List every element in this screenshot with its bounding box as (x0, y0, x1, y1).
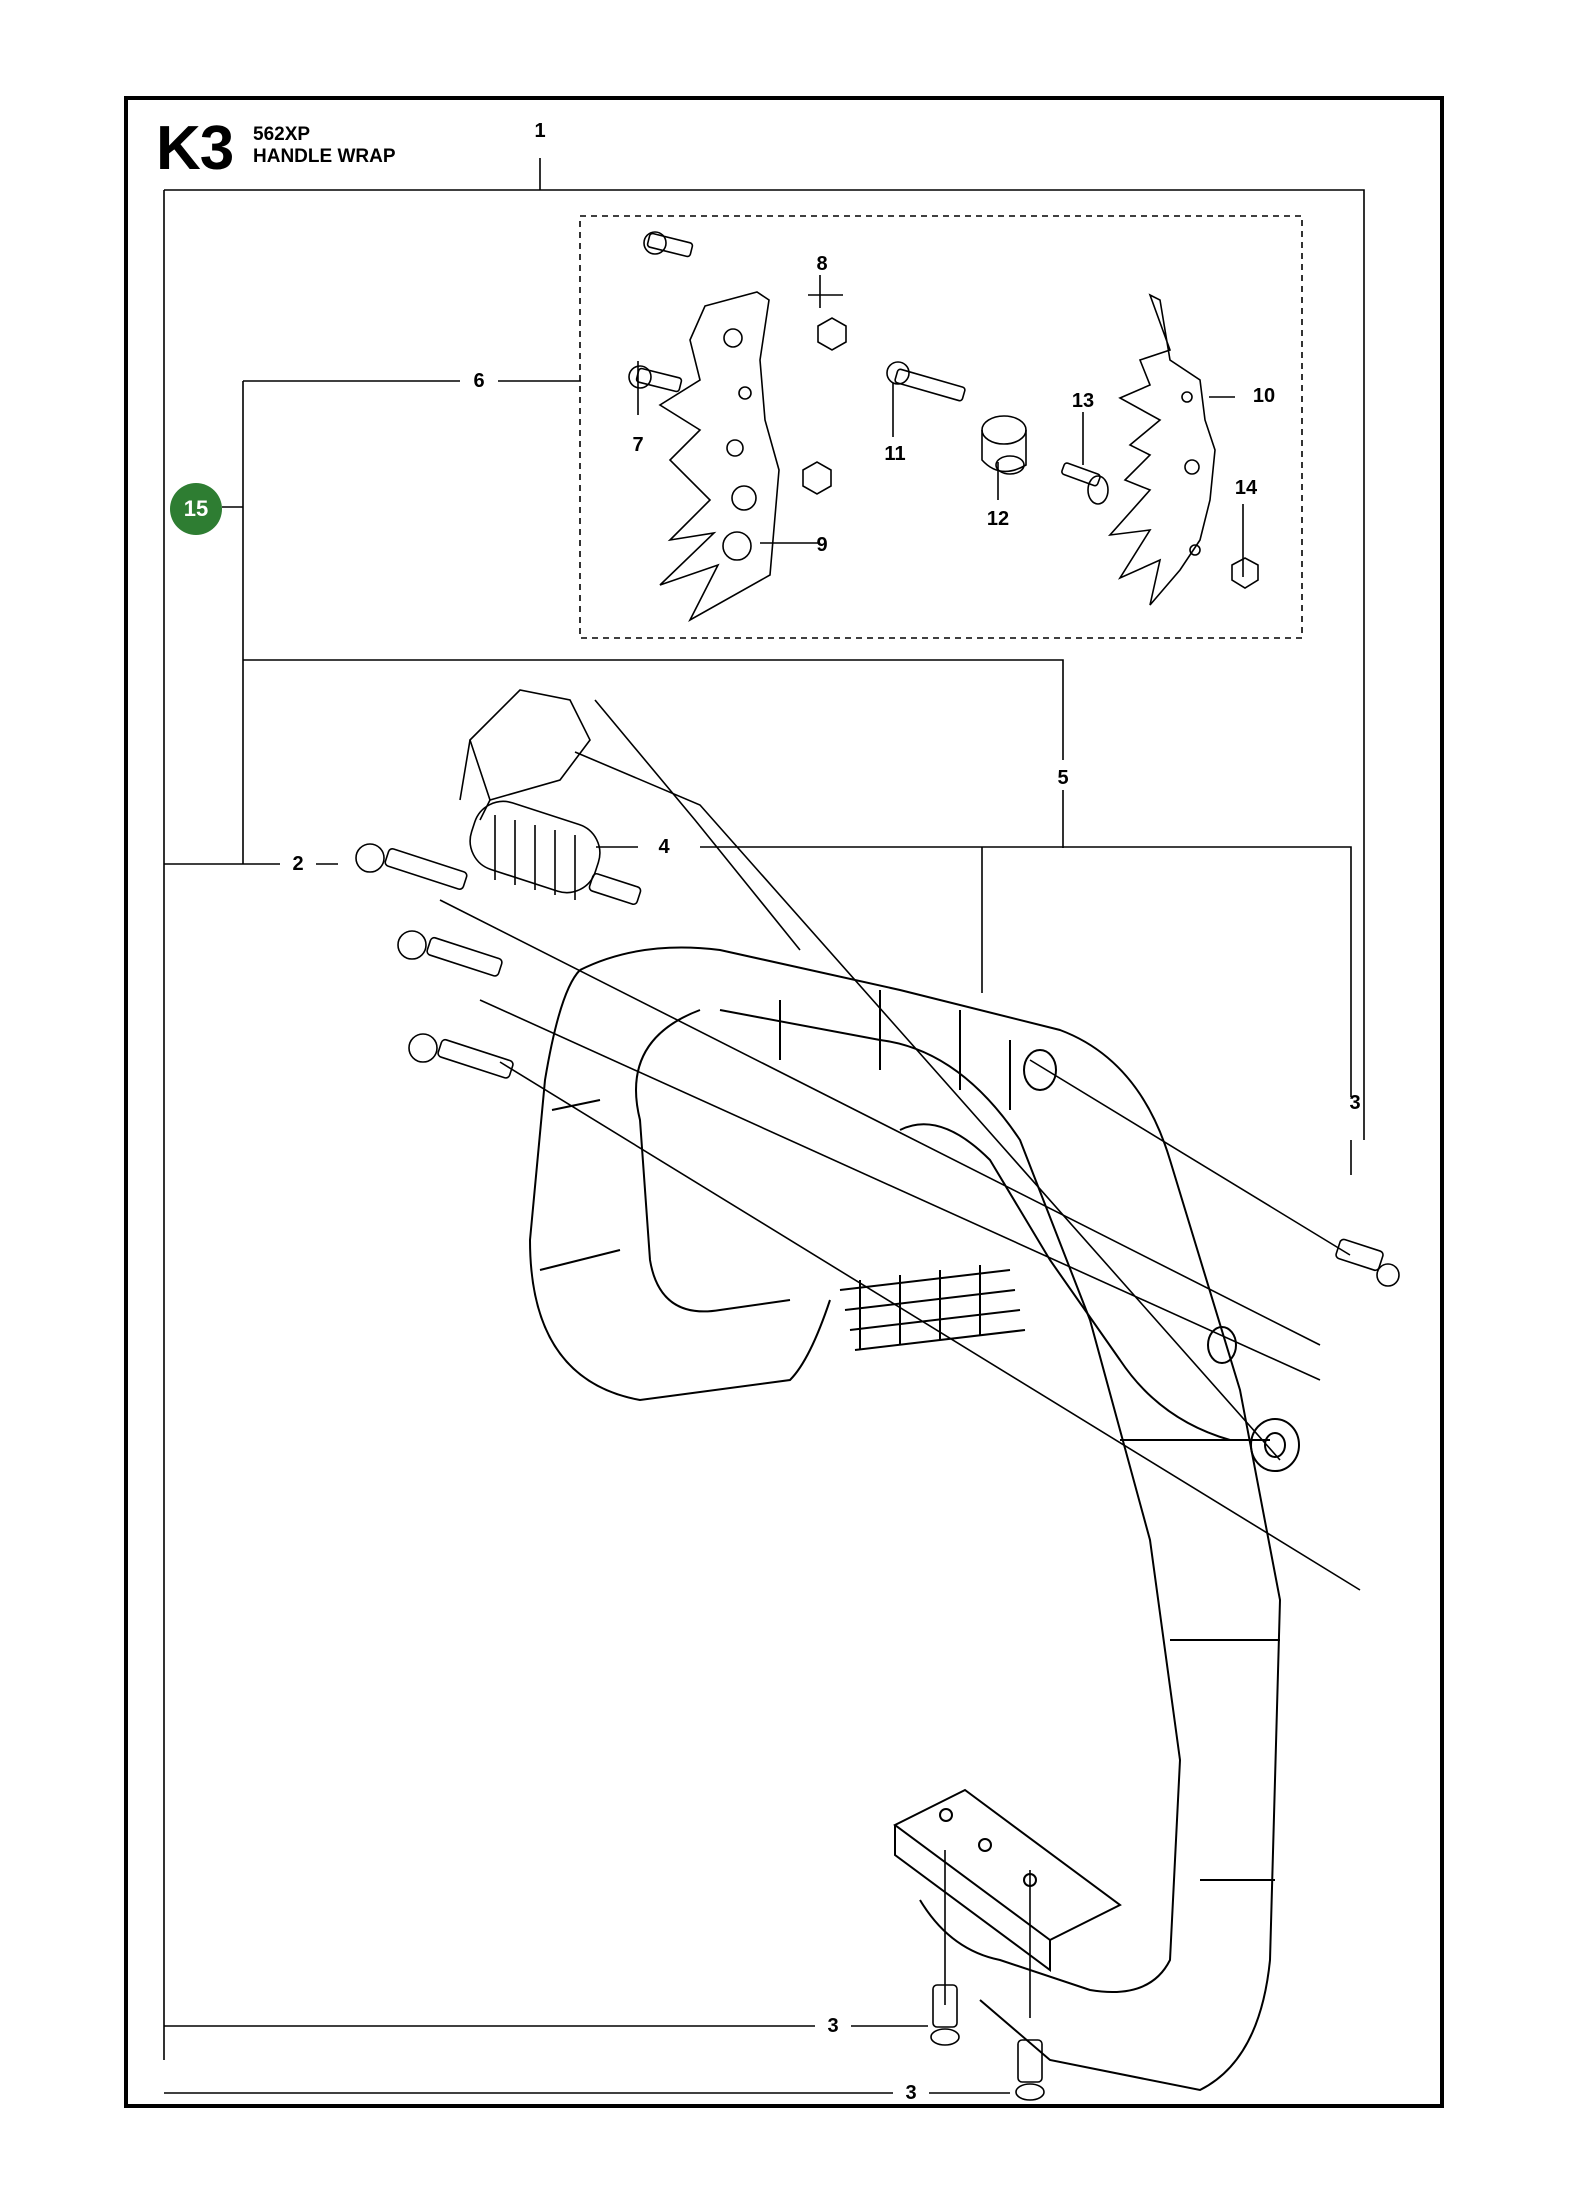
screw-7-lower (628, 365, 683, 393)
screw-3-bottom-a (930, 1984, 960, 2046)
spike-plate-10 (1107, 293, 1216, 606)
nut-8-upper (817, 317, 847, 351)
callout-11: 11 (884, 443, 906, 465)
callout-3-right: 3 (1349, 1092, 1361, 1114)
section-code: K3 (156, 114, 234, 183)
spike-plate-9 (658, 291, 780, 622)
callout-7: 7 (632, 434, 644, 456)
model-label: 562XP (253, 124, 311, 145)
screw-11 (886, 361, 966, 402)
callout-3-bottom-b: 3 (905, 2082, 917, 2104)
screw-2-b (397, 930, 503, 977)
callout-6: 6 (473, 370, 485, 392)
callout-4: 4 (658, 836, 670, 858)
screw-7-upper (643, 231, 694, 258)
callout-9: 9 (816, 534, 828, 556)
callout-2: 2 (292, 853, 304, 875)
diagram-frame (124, 96, 1444, 2108)
callout-3-bottom-a: 3 (827, 2015, 839, 2037)
callout-14: 14 (1234, 477, 1258, 499)
leader-lines (163, 158, 1365, 2094)
section-title: HANDLE WRAP (253, 146, 396, 167)
screw-3-bottom-b (1015, 2039, 1045, 2101)
pin-13 (1061, 462, 1109, 505)
callout-8: 8 (816, 253, 828, 275)
screw-3-right (1335, 1238, 1400, 1287)
spacer-12 (981, 415, 1027, 475)
callout-5: 5 (1057, 767, 1069, 789)
nut-8-lower (802, 461, 832, 495)
vibration-damper-4 (459, 689, 642, 906)
callout-1: 1 (534, 120, 546, 142)
mounting-bracket (893, 1788, 1122, 1972)
nut-14 (1231, 557, 1259, 589)
callout-10: 10 (1252, 385, 1276, 407)
screw-2-a (355, 843, 468, 890)
callout-12: 12 (986, 508, 1010, 530)
callout-13: 13 (1071, 390, 1095, 412)
kit-badge-15: 15 (170, 483, 222, 535)
screw-2-c (408, 1033, 514, 1079)
front-handle-bar (528, 946, 1300, 2092)
